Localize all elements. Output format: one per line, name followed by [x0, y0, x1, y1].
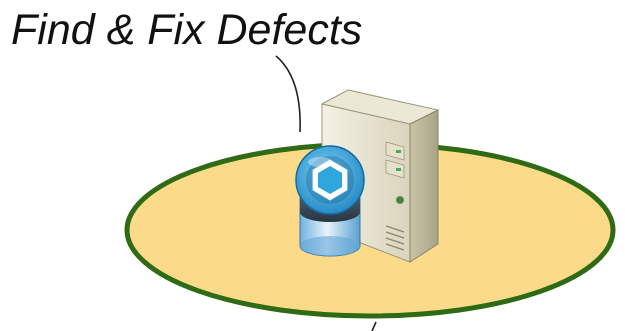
- caption-leader-line: [275, 55, 301, 133]
- caption-label: Find & Fix Defects: [11, 6, 363, 54]
- bottom-connector-line: [371, 321, 377, 331]
- database-hexagon-icon: [295, 145, 365, 257]
